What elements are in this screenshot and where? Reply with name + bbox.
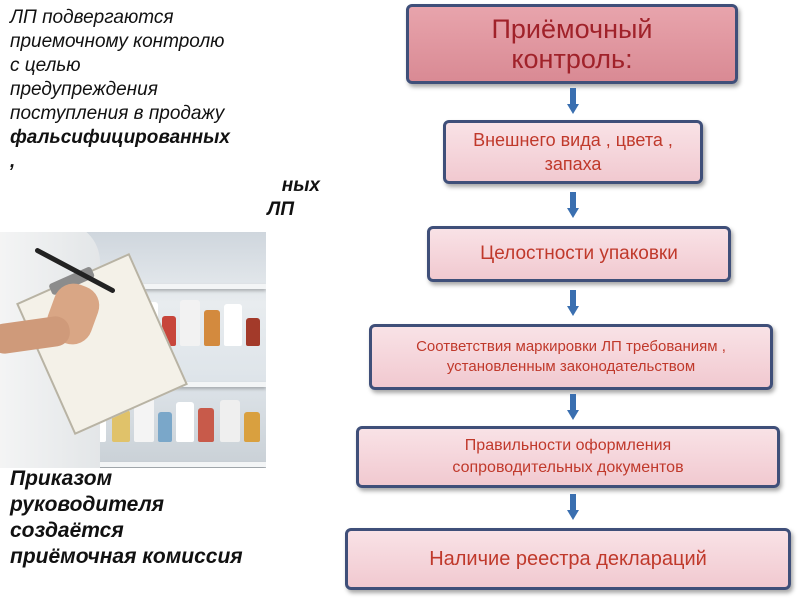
shelf [70, 462, 266, 467]
flow-step-label: Целостности упаковки [480, 243, 678, 264]
down-arrow-icon [567, 494, 579, 524]
flow-step-1: Внешнего вида , цвета , запаха [443, 120, 703, 184]
flow-step-label: Правильности оформления сопроводительных… [452, 437, 684, 476]
bottle [244, 412, 260, 442]
intro-line-bold: ных [281, 175, 320, 196]
bottle [176, 402, 194, 442]
flow-title: Приёмочный контроль: [491, 14, 653, 74]
flow-step-label: Соответствия маркировки ЛП требованиям ,… [416, 338, 726, 375]
intro-line: поступления в продажу [10, 103, 225, 124]
order-line: руководителя [10, 493, 164, 516]
intro-line: предупреждения [10, 79, 158, 100]
pharmacist-photo [0, 232, 266, 468]
bottle [112, 410, 130, 442]
intro-line: приемочному контролю [10, 31, 225, 52]
flow-step-label: Наличие реестра деклараций [429, 547, 707, 570]
bottle [158, 412, 172, 442]
intro-line-bold: ЛП [267, 199, 294, 220]
bottle [246, 318, 260, 346]
order-line: приёмочная комиссия [10, 545, 243, 568]
down-arrow-icon [567, 192, 579, 222]
intro-line: с целью [10, 55, 81, 76]
bottle [224, 304, 242, 346]
intro-line-bold: , [10, 151, 16, 172]
bottle [198, 408, 214, 442]
order-text: Приказом руководителя создаётся приёмочн… [10, 466, 330, 570]
flow-step-label: Внешнего вида , цвета , запаха [473, 130, 673, 174]
order-line: создаётся [10, 519, 124, 542]
down-arrow-icon [567, 88, 579, 118]
down-arrow-icon [567, 394, 579, 424]
order-line: Приказом [10, 467, 113, 490]
flow-step-2: Целостности упаковки [427, 226, 731, 282]
flow-step-4: Правильности оформления сопроводительных… [356, 426, 780, 488]
bottle [220, 400, 240, 442]
shelf [70, 284, 266, 289]
down-arrow-icon [567, 290, 579, 320]
flow-title-box: Приёмочный контроль: [406, 4, 738, 84]
bottle [134, 398, 154, 442]
intro-line: ЛП подвергаются [10, 7, 174, 28]
flow-step-5: Наличие реестра деклараций [345, 528, 791, 590]
bottle [180, 300, 200, 346]
bottle [204, 310, 220, 346]
intro-line-bold: фальсифицированных [10, 127, 230, 148]
intro-text: ЛП подвергаются приемочному контролю с ц… [10, 6, 330, 222]
flow-step-3: Соответствия маркировки ЛП требованиям ,… [369, 324, 773, 390]
